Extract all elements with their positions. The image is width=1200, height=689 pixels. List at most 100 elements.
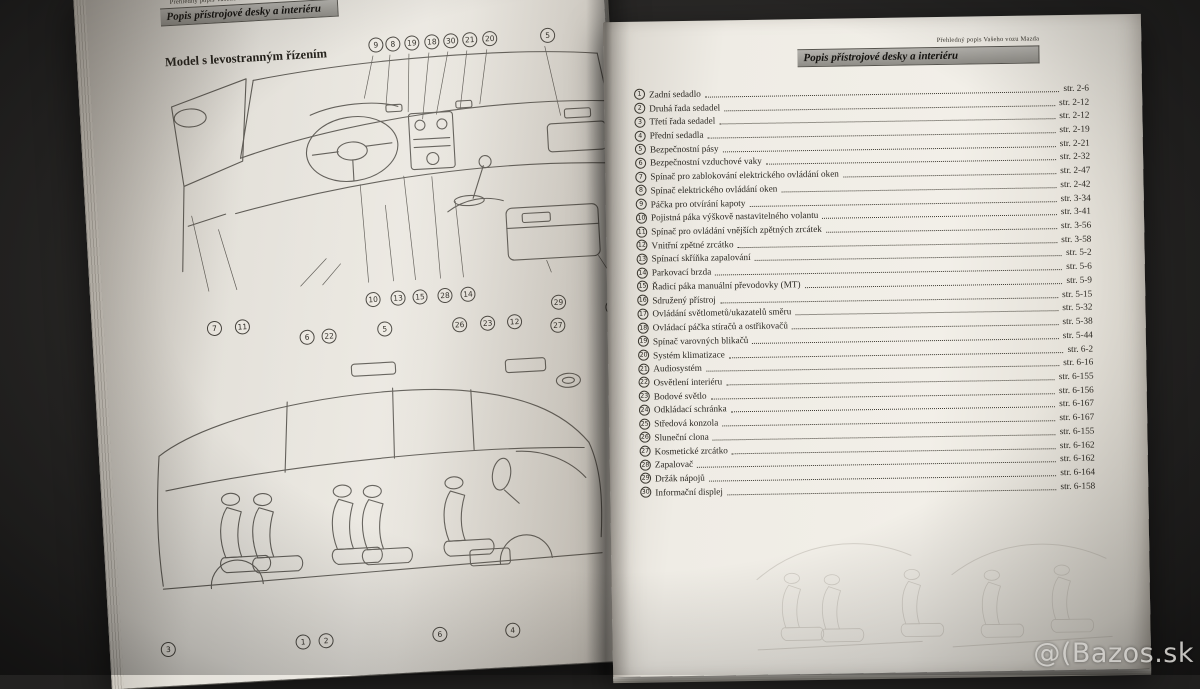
- item-label: Držák nápojů: [654, 472, 705, 484]
- item-number: 1: [633, 88, 646, 101]
- item-label: Sdružený přístroj: [652, 294, 716, 306]
- item-label: Ovládání světlometů/ukazatelů směru: [652, 306, 792, 319]
- item-page-ref: str. 2-6: [1063, 82, 1090, 93]
- left-chapter-title: Popis přístrojové desky a interiéru: [166, 2, 322, 24]
- item-number: 23: [638, 390, 650, 402]
- item-page-ref: str. 6-156: [1058, 384, 1094, 395]
- item-page-ref: str. 2-42: [1060, 178, 1091, 189]
- item-number: 25: [639, 418, 651, 430]
- callout-14: 14: [460, 286, 476, 303]
- item-number: 12: [636, 239, 648, 252]
- callout-10: 10: [365, 291, 382, 308]
- dashboard-sketch: [170, 45, 609, 292]
- item-label: Spínací skříňka zapalování: [651, 252, 751, 265]
- item-number: 14: [636, 267, 648, 279]
- item-page-ref: str. 6-167: [1059, 397, 1095, 409]
- item-label: Středová konzola: [654, 417, 719, 429]
- item-label: Osvětlení interiéru: [653, 376, 723, 388]
- item-label: Informační displej: [655, 486, 723, 498]
- callout-27: 27: [549, 317, 566, 334]
- item-page-ref: str. 5-2: [1065, 247, 1092, 258]
- item-number: 3: [634, 116, 646, 128]
- item-label: Přední sedadla: [649, 129, 704, 141]
- callout-7: 7: [206, 320, 223, 337]
- dotted-leader: [726, 487, 1057, 496]
- item-label: Pojistná páka výškově nastavitelného vol…: [650, 210, 819, 223]
- item-label: Bodové světlo: [653, 390, 707, 402]
- callout-3: 3: [160, 641, 177, 658]
- item-label: Ovládací páčka stíračů a ostřikovačů: [652, 320, 788, 333]
- item-label: Odkládací schránka: [653, 403, 727, 415]
- callout-11: 11: [234, 318, 251, 335]
- item-number: 13: [636, 253, 648, 265]
- callout-30: 30: [442, 32, 459, 49]
- callout-2: 2: [318, 632, 334, 649]
- item-number: 20: [638, 349, 650, 361]
- callout-12: 12: [506, 313, 523, 330]
- right-chapter-bar: Popis přístrojové desky a interiéru: [797, 45, 1040, 68]
- item-label: Sluneční clona: [654, 431, 709, 443]
- callout-21: 21: [461, 31, 478, 48]
- item-number: 17: [637, 308, 649, 320]
- item-page-ref: str. 3-41: [1060, 205, 1091, 217]
- item-page-ref: str. 6-16: [1063, 356, 1094, 368]
- item-number: 27: [639, 445, 651, 457]
- item-page-ref: str. 6-155: [1059, 425, 1095, 436]
- callout-6: 6: [299, 329, 316, 346]
- callout-19: 19: [403, 35, 420, 51]
- right-page: Přehledný popis Vašeho vozu Mazda Popis …: [602, 13, 1152, 678]
- item-number: 29: [639, 473, 652, 485]
- item-number: 22: [638, 377, 650, 389]
- item-label: Bezpečnostní pásy: [649, 143, 719, 155]
- item-number: 15: [636, 281, 649, 293]
- item-page-ref: str. 6-2: [1067, 343, 1094, 354]
- item-page-ref: str. 6-155: [1058, 370, 1094, 382]
- item-number: 30: [640, 486, 652, 498]
- item-page-ref: str. 6-162: [1059, 439, 1095, 450]
- item-number: 19: [637, 335, 649, 348]
- item-label: Parkovací brzda: [651, 266, 712, 278]
- left-page: Přehledný popis Vašeho vozu Mazda Popis …: [72, 0, 642, 689]
- right-chapter-title: Popis přístrojové desky a interiéru: [803, 49, 959, 65]
- item-label: Páčka pro otvírání kapoty: [650, 197, 746, 210]
- callout-28: 28: [437, 287, 453, 304]
- item-number: 2: [634, 102, 646, 114]
- ghost-sketch: [756, 543, 1113, 651]
- callout-5: 5: [539, 27, 556, 44]
- item-label: Spínač varovných blikačů: [652, 334, 749, 347]
- item-page-ref: str. 5-44: [1062, 329, 1093, 340]
- callout-22: 22: [321, 328, 337, 344]
- item-page-ref: str. 6-162: [1059, 452, 1095, 464]
- watermark: @(Bazos.sk: [1033, 638, 1194, 669]
- item-page-ref: str. 2-19: [1059, 123, 1090, 135]
- callout-9: 9: [367, 37, 384, 53]
- item-number: 10: [635, 212, 648, 224]
- callout-20: 20: [481, 30, 498, 47]
- item-page-ref: str. 2-21: [1059, 137, 1090, 148]
- item-page-ref: str. 5-38: [1062, 315, 1093, 327]
- callout-4: 4: [504, 622, 521, 639]
- item-label: Zadní sedadlo: [648, 88, 701, 100]
- item-label: Vnitřní zpětné zrcátko: [651, 239, 734, 251]
- item-page-ref: str. 2-47: [1060, 164, 1091, 176]
- item-page-ref: str. 5-15: [1062, 288, 1093, 299]
- item-page-ref: str. 2-12: [1058, 96, 1090, 107]
- callout-8: 8: [384, 36, 401, 52]
- item-number: 11: [636, 226, 648, 238]
- item-number: 8: [635, 184, 647, 197]
- item-label: Spínač elektrického ovládání oken: [650, 183, 778, 196]
- item-page-ref: str. 3-34: [1060, 192, 1091, 203]
- item-label: Spínač pro zablokování elektrického ovlá…: [650, 168, 839, 182]
- book-photo: Přehledný popis Vašeho vozu Mazda Popis …: [0, 0, 1200, 675]
- item-number: 16: [637, 294, 649, 306]
- callout-23: 23: [479, 315, 496, 332]
- item-label: Třetí řada sedadel: [649, 115, 716, 127]
- show-through-sketches: [751, 514, 1133, 660]
- item-page-ref: str. 3-58: [1061, 233, 1092, 244]
- callout-18: 18: [423, 33, 440, 50]
- callout-13: 13: [390, 290, 406, 307]
- callout-15: 15: [412, 289, 428, 305]
- item-number: 4: [634, 130, 646, 142]
